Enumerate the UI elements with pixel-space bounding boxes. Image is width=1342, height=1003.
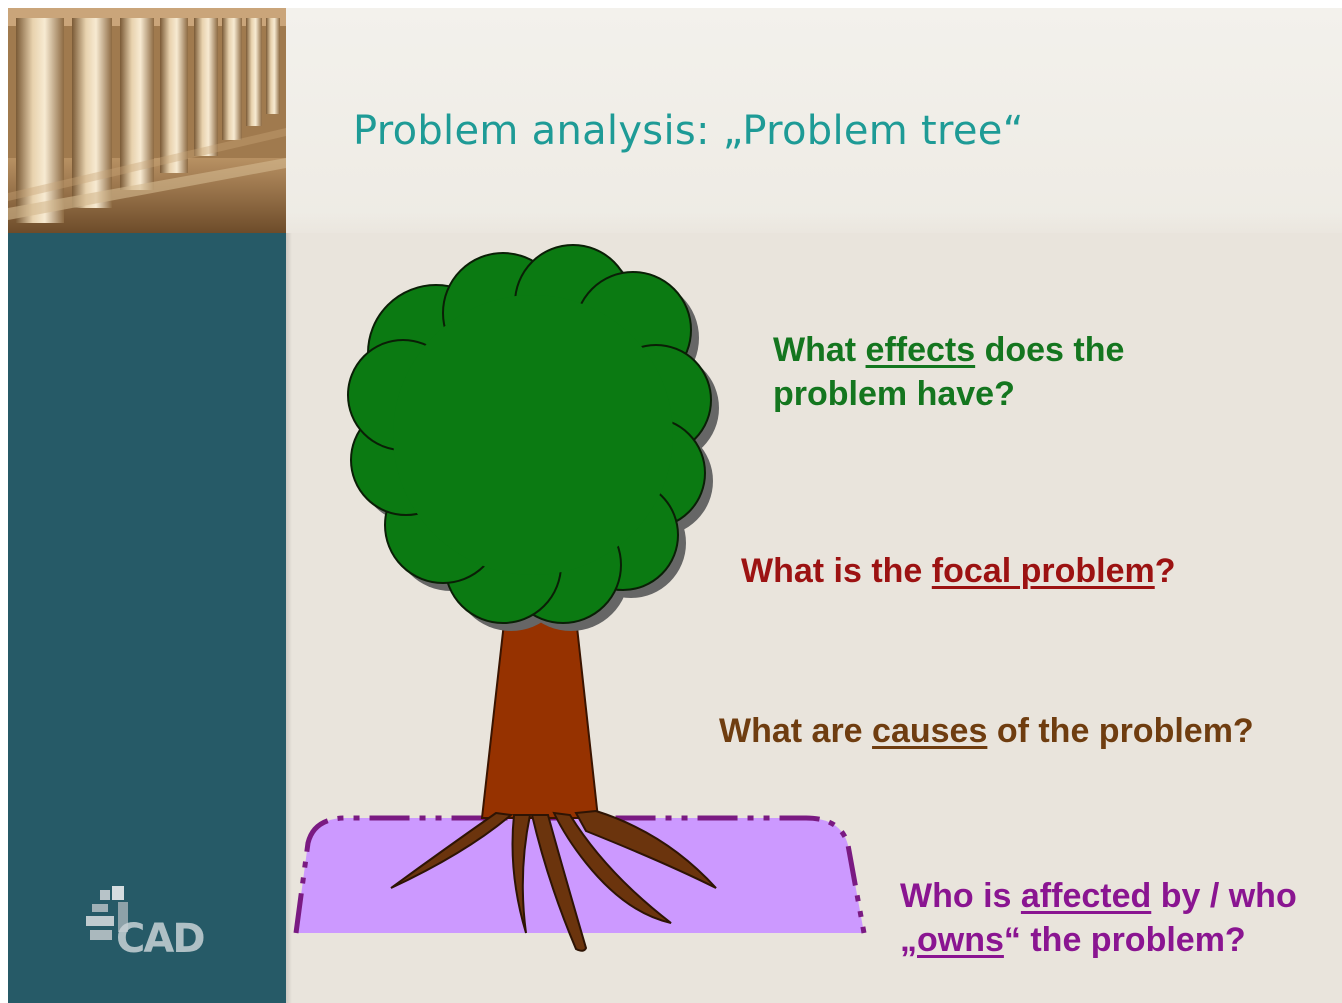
question-affected-line2-after: “ the problem?: [1003, 921, 1246, 959]
question-affected-line1-before: Who is: [900, 877, 1021, 915]
header-band: [286, 8, 1342, 233]
institution-logo-icon: [86, 886, 128, 940]
sidebar-edge: [286, 233, 292, 1003]
problem-tree-diagram: [293, 244, 867, 952]
sidebar: [8, 233, 286, 1003]
question-affected: Who is affected by / who „owns“ the prob…: [900, 874, 1297, 962]
question-focal-problem: What is the focal problem?: [741, 549, 1176, 593]
tree-trunk: [480, 616, 600, 819]
question-effects: What effects does the problem have?: [773, 328, 1124, 416]
slide: CAD Problem analysis: „Problem tree“: [8, 8, 1342, 1003]
question-focal-keyword: focal problem: [931, 552, 1155, 590]
question-causes-keyword: causes: [872, 712, 988, 750]
tree-roots: [390, 809, 717, 952]
logo-text: CAD: [116, 916, 206, 962]
question-affected-keyword2: owns: [917, 921, 1004, 959]
question-causes-after: of the problem?: [987, 712, 1254, 750]
question-affected-line1-after: by / who: [1151, 877, 1297, 915]
slide-title: Problem analysis: „Problem tree“: [353, 108, 1024, 154]
question-effects-after: does the: [975, 331, 1125, 369]
question-affected-line2-before: „: [900, 921, 917, 959]
ground-area: [293, 815, 867, 934]
question-causes-before: What are: [719, 712, 873, 750]
header-fade: [286, 213, 1342, 243]
tree-canopy-fill: [393, 295, 673, 575]
pillars-image: [8, 8, 286, 233]
question-effects-line2: problem have?: [773, 375, 1015, 413]
question-focal-before: What is the: [741, 552, 932, 590]
question-affected-keyword1: affected: [1020, 877, 1152, 915]
question-effects-keyword: effects: [865, 331, 976, 369]
question-focal-after: ?: [1154, 552, 1176, 590]
question-causes: What are causes of the problem?: [719, 709, 1254, 753]
question-effects-before: What: [773, 331, 866, 369]
